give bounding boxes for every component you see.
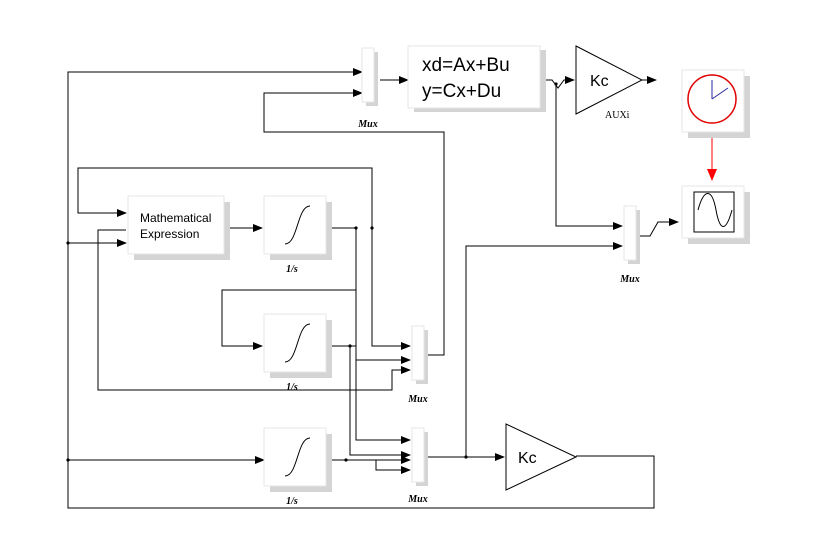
integrator-1-block[interactable]: 1/s xyxy=(263,195,332,275)
state-space-block[interactable]: xd=Ax+Bu y=Cx+Du xyxy=(407,45,546,112)
math-expr-line2: Expression xyxy=(140,227,199,241)
mux-right-block[interactable]: Mux xyxy=(619,205,640,285)
link-int2-to-mux-mid[interactable] xyxy=(350,345,411,364)
link-bus-to-mux-mid-in3[interactable] xyxy=(97,229,411,391)
link-int2-out[interactable] xyxy=(330,345,411,459)
scope-block[interactable] xyxy=(681,185,750,244)
integrator-3-block[interactable]: 1/s xyxy=(263,427,332,507)
gain-top-label: AUXi xyxy=(605,110,630,121)
state-space-eq1: xd=Ax+Bu xyxy=(422,55,510,76)
link-mux-mid-to-mux-top[interactable] xyxy=(263,89,445,356)
integrator-icon xyxy=(284,437,311,477)
integrator-1-label: 1/s xyxy=(286,264,298,275)
junction-dot xyxy=(66,241,70,245)
link-int3-out[interactable] xyxy=(330,459,411,474)
junction-dot xyxy=(344,458,348,462)
integrator-2-block[interactable]: 1/s xyxy=(263,313,332,393)
mux-mid-label: Mux xyxy=(407,394,427,405)
integrator-icon xyxy=(284,205,311,245)
clock-block[interactable] xyxy=(681,69,750,138)
mux-top-label: Mux xyxy=(357,119,377,130)
scope-icon xyxy=(693,191,735,233)
link-ss-to-gain-top[interactable] xyxy=(542,76,575,89)
link-int2-feedback[interactable] xyxy=(221,289,356,350)
integrator-icon xyxy=(284,323,311,363)
gain-bottom-text: Kc xyxy=(518,450,537,467)
link-mux-right-to-scope[interactable] xyxy=(640,218,679,237)
mux-bottom-block[interactable]: Mux xyxy=(407,427,428,505)
gain-top-block[interactable]: Kc AUXi xyxy=(575,45,644,121)
link-int1-to-mux-mid[interactable] xyxy=(371,228,411,350)
link-int1-out[interactable] xyxy=(330,227,411,444)
junction-dot xyxy=(554,82,558,86)
junction-dot xyxy=(370,226,374,230)
junction-dot xyxy=(66,458,70,462)
integrator-2-label: 1/s xyxy=(286,382,298,393)
mux-right-label: Mux xyxy=(619,274,639,285)
link-mux-bottom-to-mux-right[interactable] xyxy=(465,242,623,457)
math-expr-line1: Mathematical xyxy=(140,211,211,225)
mux-bottom-label: Mux xyxy=(407,494,427,505)
junction-dot xyxy=(464,455,468,459)
junction-dot xyxy=(348,344,352,348)
signal-links xyxy=(66,68,679,509)
link-ss-to-mux-right[interactable] xyxy=(555,84,623,230)
link-feedback-outer[interactable] xyxy=(67,68,655,509)
gain-top-text: Kc xyxy=(590,73,609,90)
math-expression-block[interactable]: Mathematical Expression xyxy=(127,195,230,260)
gain-bottom-block[interactable]: Kc xyxy=(505,423,578,491)
state-space-eq2: y=Cx+Du xyxy=(422,81,501,102)
mux-mid-block[interactable]: Mux xyxy=(407,325,428,405)
mux-top-block[interactable]: Mux xyxy=(357,47,378,130)
integrator-3-label: 1/s xyxy=(286,496,298,507)
link-int1-feedback[interactable] xyxy=(77,167,373,228)
junction-dot xyxy=(354,226,358,230)
